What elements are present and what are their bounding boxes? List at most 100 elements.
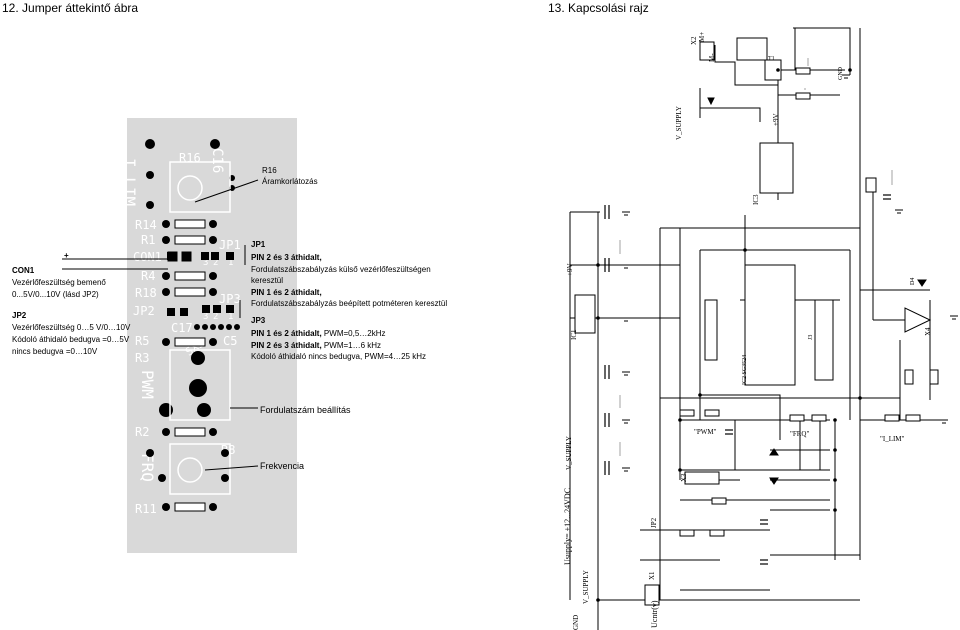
label-frq: "FRQ" [790, 430, 810, 438]
label-x2: X2 [690, 36, 698, 45]
label-pwm: "PWM" [694, 428, 717, 436]
con1-line2: 0...5V/0...10V (lásd JP2) [12, 290, 99, 299]
r-jp2-a [679, 529, 695, 537]
freq-label: Frekvencia [260, 461, 305, 471]
label-i-lim: "I_LIM" [880, 435, 905, 443]
label-x1: X1 [648, 571, 656, 580]
silk-r14: R14 [135, 218, 157, 232]
left-section-title: 12. Jumper áttekintő ábra [2, 1, 139, 15]
r15 [904, 369, 914, 385]
con1-minus: - [64, 264, 67, 273]
x4-opamp [904, 307, 932, 333]
label-gnd-bottom: GND [572, 614, 580, 630]
label-t1: T1 [768, 56, 775, 62]
capacitors [604, 194, 891, 565]
label-ic2: IC2 SG3524 [742, 354, 748, 385]
jp1-pin-3: 3 [203, 258, 209, 268]
label-ucntr: Ucntr(v) [650, 600, 659, 628]
jp3-line2-pwm: PWM=1…6 kHz [321, 341, 382, 350]
silk-r11: R11 [135, 502, 157, 516]
r-ilim-b [704, 409, 720, 417]
annotation-leader-lines [62, 179, 259, 471]
con1-title: CON1 [12, 266, 35, 275]
label-d4: D4 [910, 277, 916, 285]
jp3-line2: PIN 2 és 3 áthidalt, PWM=1…6 kHz [251, 341, 381, 351]
r17 [929, 369, 939, 385]
silk-r1: R1 [141, 233, 156, 247]
r14 [884, 414, 900, 422]
jp3-line2-pins: PIN 2 és 3 áthidalt, [251, 341, 322, 350]
label-v-supply-top: V_SUPPLY [675, 106, 683, 140]
label-plus-9v-left: +9V [566, 263, 574, 276]
label-ic3: IC3 [752, 194, 760, 206]
label-m-minus: M- [708, 53, 716, 62]
ic-right-block [814, 299, 834, 381]
silk-r3: R3 [135, 351, 150, 365]
jp3-line3: Kódoló áthidaló nincs bedugva, PWM=4…25 … [251, 352, 426, 361]
r-frq [811, 414, 827, 422]
jp3-line1-pwm: PWM=0,5…2kHz [321, 329, 386, 338]
jp1-line5: Fordulatszábszabályzás beépített potméte… [251, 299, 448, 308]
silk-c17: C17 [171, 321, 193, 335]
jp2-line3: nincs bedugva =0…10V [12, 347, 98, 356]
x1-connector [644, 584, 660, 606]
pcb-jumper-pins [167, 251, 192, 262]
r13 [865, 177, 877, 193]
ic-left-block [704, 299, 718, 361]
jp1-pin-1: 1 [228, 258, 234, 268]
silk-jp1: JP1 [219, 238, 241, 252]
jp3-line1-pins: PIN 1 és 2 áthidalt, [251, 329, 322, 338]
jp3-title: JP3 [251, 316, 266, 325]
r-top-1 [795, 67, 811, 75]
silk-jp2: JP2 [133, 304, 155, 318]
ic3-regulator [759, 142, 794, 194]
jp1-line1: PIN 2 és 3 áthidalt, [251, 253, 322, 262]
jp1-line4: PIN 1 és 2 áthidalt, [251, 288, 322, 297]
x3-terminal [684, 471, 720, 485]
label-x4: X4 [924, 327, 932, 336]
con1-plus: + [64, 251, 69, 260]
label-v-supply-left: V_SUPPLY [565, 436, 573, 470]
r-top-2 [795, 92, 811, 100]
label-x3: X3 [680, 473, 688, 482]
pcb-board: R16 C16 I LIM R14 R1 CON1 JP1 R4 R18 JP3… [120, 118, 297, 553]
m-motor-box [736, 37, 768, 61]
label-plus-9v-top: +9V [772, 113, 780, 126]
component-value-text-marks [619, 58, 893, 456]
label-ic1: IC1 [570, 329, 578, 341]
jp3-pin-2: 2 [213, 312, 219, 322]
jp1-pin-2: 2 [213, 258, 219, 268]
silk-r2: R2 [135, 425, 150, 439]
silk-r4: R4 [141, 269, 156, 283]
jp2-line1: Vezérlőfeszültség 0…5 V/0…10V [12, 323, 131, 332]
schematic-components [574, 37, 939, 606]
jp1-line2: Fordulatszábszabályzás külső vezérlőfesz… [251, 265, 431, 274]
jp2-title: JP2 [12, 311, 27, 320]
r-jp2-b [709, 529, 725, 537]
right-section-title: 13. Kapcsolási rajz [548, 1, 649, 15]
x2-connector [699, 41, 715, 61]
rpm-label: Fordulatszám beállítás [260, 405, 351, 415]
schematic-diodes [707, 97, 927, 485]
jp3-line1: PIN 1 és 2 áthidalt, PWM=0,5…2kHz [251, 329, 386, 339]
label-gnd-top: GND [838, 67, 844, 80]
pcb-resistor-bodies [174, 219, 206, 512]
label-v-supply-bot: V_SUPPLY [582, 570, 590, 604]
r-ilim-a [679, 409, 695, 417]
label-jp2: JP2 [650, 517, 658, 528]
jp3-pin-3: 3 [203, 312, 209, 322]
r16-desc: Áramkorlátozás [262, 177, 318, 186]
jp1-title: JP1 [251, 240, 266, 249]
silk-con1: CON1 [133, 250, 162, 264]
silk-jp3: JP3 [219, 292, 241, 306]
jp2-line2: Kódoló áthidaló bedugva =0…5V [12, 335, 130, 344]
silk-r5: R5 [135, 334, 150, 348]
r-pwm [789, 414, 805, 422]
ic1 [574, 294, 596, 334]
jp3-pin-1: 1 [228, 312, 234, 322]
label-j3: J3 [808, 334, 814, 340]
label-supply-text: Usupply= +12...24VDC [563, 487, 572, 565]
silk-c5: C5 [223, 334, 238, 348]
silk-r18: R18 [135, 286, 157, 300]
